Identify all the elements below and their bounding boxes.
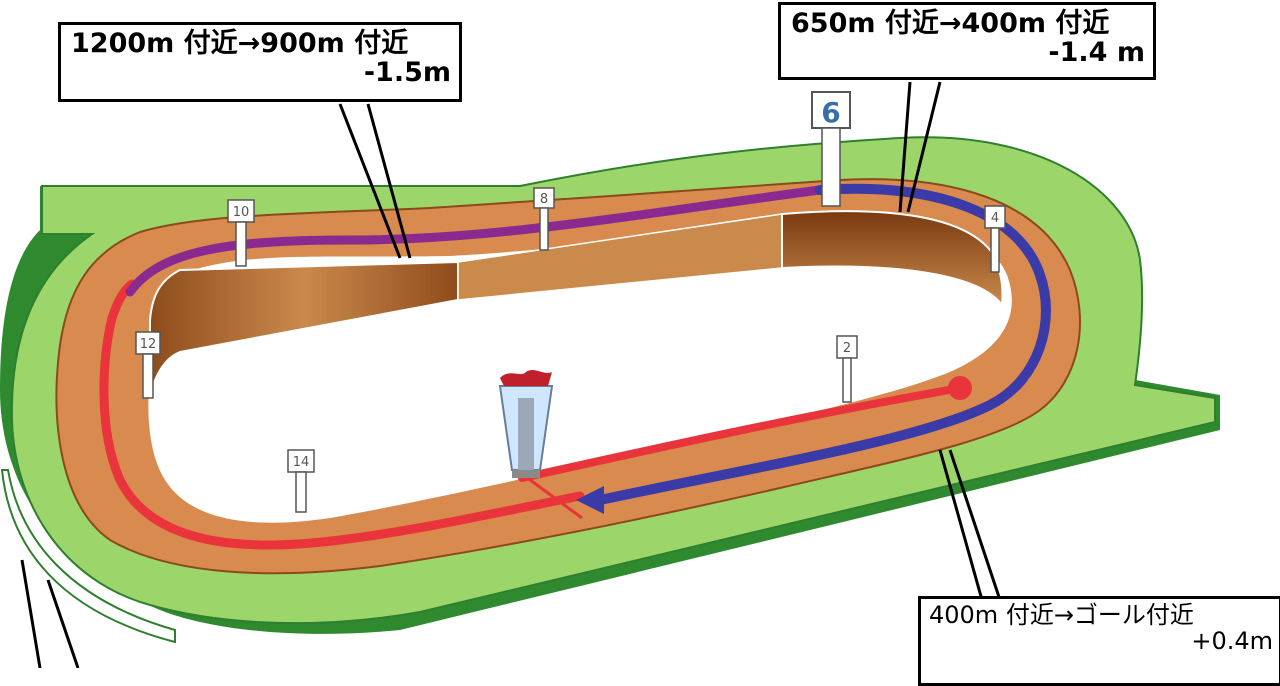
marker-6: 6 [811,91,851,207]
marker-10-label: 10 [233,205,250,220]
marker-14-label: 14 [293,455,310,470]
section-red-line [99,279,585,550]
outer-rail [0,469,176,644]
callout-leader-lines [20,81,1002,668]
marker-2: 2 [836,335,858,403]
section-red-homestretch [518,384,964,482]
section-blue-line [595,183,1051,505]
goal-arrow-head [576,486,604,514]
marker-12: 12 [135,331,161,399]
callout-400m-range: 400m 付近→ゴール付近 [929,601,1194,629]
marker-10: 10 [227,199,255,267]
marker-12-label: 12 [140,337,157,352]
marker-2-label: 2 [843,341,851,356]
inner-wall-right [781,210,1004,308]
callout-1200m-range: 1200m 付近→900m 付近 [71,28,409,59]
callout-650m-range: 650m 付近→400m 付近 [791,8,1110,39]
section-red-start-dot [948,376,972,400]
callout-650m-elevation: -1.4 m [1048,37,1145,69]
marker-8-label: 8 [540,192,548,207]
callout-1200m-elevation: -1.5m [363,57,451,89]
callout-1200m-to-900m: 1200m 付近→900m 付近 -1.5m [58,22,462,102]
judge-tower [498,370,554,478]
marker-6-label: 6 [821,96,840,129]
marker-14: 14 [287,449,315,513]
inner-wall-left [149,260,459,401]
racecourse-diagram: 2 4 6 8 10 12 14 [0,81,1220,668]
marker-8: 8 [533,187,555,251]
section-purple-line [125,185,825,297]
finish-line [521,472,583,520]
marker-4-label: 4 [991,211,999,226]
callout-650m-to-400m: 650m 付近→400m 付近 -1.4 m [778,2,1156,80]
marker-4: 4 [984,205,1006,273]
callout-400m-to-goal: 400m 付近→ゴール付近 +0.4m [918,596,1280,686]
callout-400m-elevation: +0.4m [1191,626,1273,655]
